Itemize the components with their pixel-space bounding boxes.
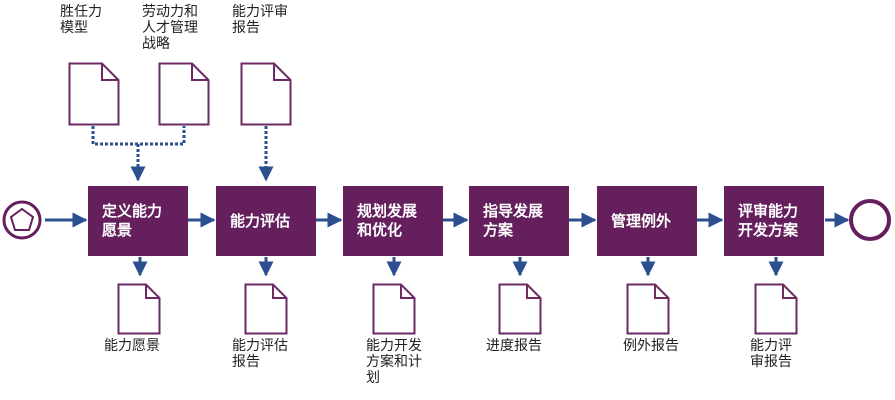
step-define-capability-vision[interactable]: 定义能力 愿景 xyxy=(88,186,188,256)
input-label-1: 胜任力 模型 xyxy=(60,4,102,36)
step-label-4: 指导发展 方案 xyxy=(483,202,544,239)
step-label-6: 评审能力 开发方案 xyxy=(738,202,799,239)
input-document-3 xyxy=(240,62,292,126)
start-event xyxy=(2,200,42,240)
step-manage-exceptions[interactable]: 管理例外 xyxy=(597,186,697,256)
step-label-1: 定义能力 愿景 xyxy=(102,202,163,239)
input-label-2: 劳动力和 人才管理 战略 xyxy=(142,4,198,52)
step-plan-development[interactable]: 规划发展 和优化 xyxy=(343,186,443,256)
document-icon xyxy=(372,283,416,335)
document-icon xyxy=(244,283,288,335)
document-icon xyxy=(754,283,798,335)
output-document-2 xyxy=(244,283,288,335)
document-icon xyxy=(117,283,161,335)
step-capability-assessment[interactable]: 能力评估 xyxy=(216,186,316,256)
document-icon xyxy=(626,283,670,335)
output-document-1 xyxy=(117,283,161,335)
output-label-3: 能力开发 方案和计 划 xyxy=(366,338,422,386)
output-label-5: 例外报告 xyxy=(623,338,679,354)
output-label-1: 能力愿景 xyxy=(104,338,160,354)
output-document-5 xyxy=(626,283,670,335)
step-review-development-plan[interactable]: 评审能力 开发方案 xyxy=(724,186,824,256)
document-icon xyxy=(498,283,542,335)
document-icon xyxy=(158,62,210,126)
step-label-5: 管理例外 xyxy=(611,211,672,230)
output-document-3 xyxy=(372,283,416,335)
step-guide-development[interactable]: 指导发展 方案 xyxy=(469,186,569,256)
input-join-line xyxy=(91,126,186,146)
step-label-3: 规划发展 和优化 xyxy=(357,202,418,239)
output-document-4 xyxy=(498,283,542,335)
input-document-1 xyxy=(68,62,120,126)
output-document-6 xyxy=(754,283,798,335)
document-icon xyxy=(240,62,292,126)
end-circle-icon xyxy=(849,199,891,241)
pentagon-start-icon xyxy=(9,207,35,231)
step-label-2: 能力评估 xyxy=(230,211,291,230)
input-label-3: 能力评审 报告 xyxy=(232,4,288,36)
input-document-2 xyxy=(158,62,210,126)
output-label-6: 能力评 审报告 xyxy=(750,338,792,370)
output-label-4: 进度报告 xyxy=(486,338,542,354)
output-label-2: 能力评估 报告 xyxy=(232,338,288,370)
document-icon xyxy=(68,62,120,126)
